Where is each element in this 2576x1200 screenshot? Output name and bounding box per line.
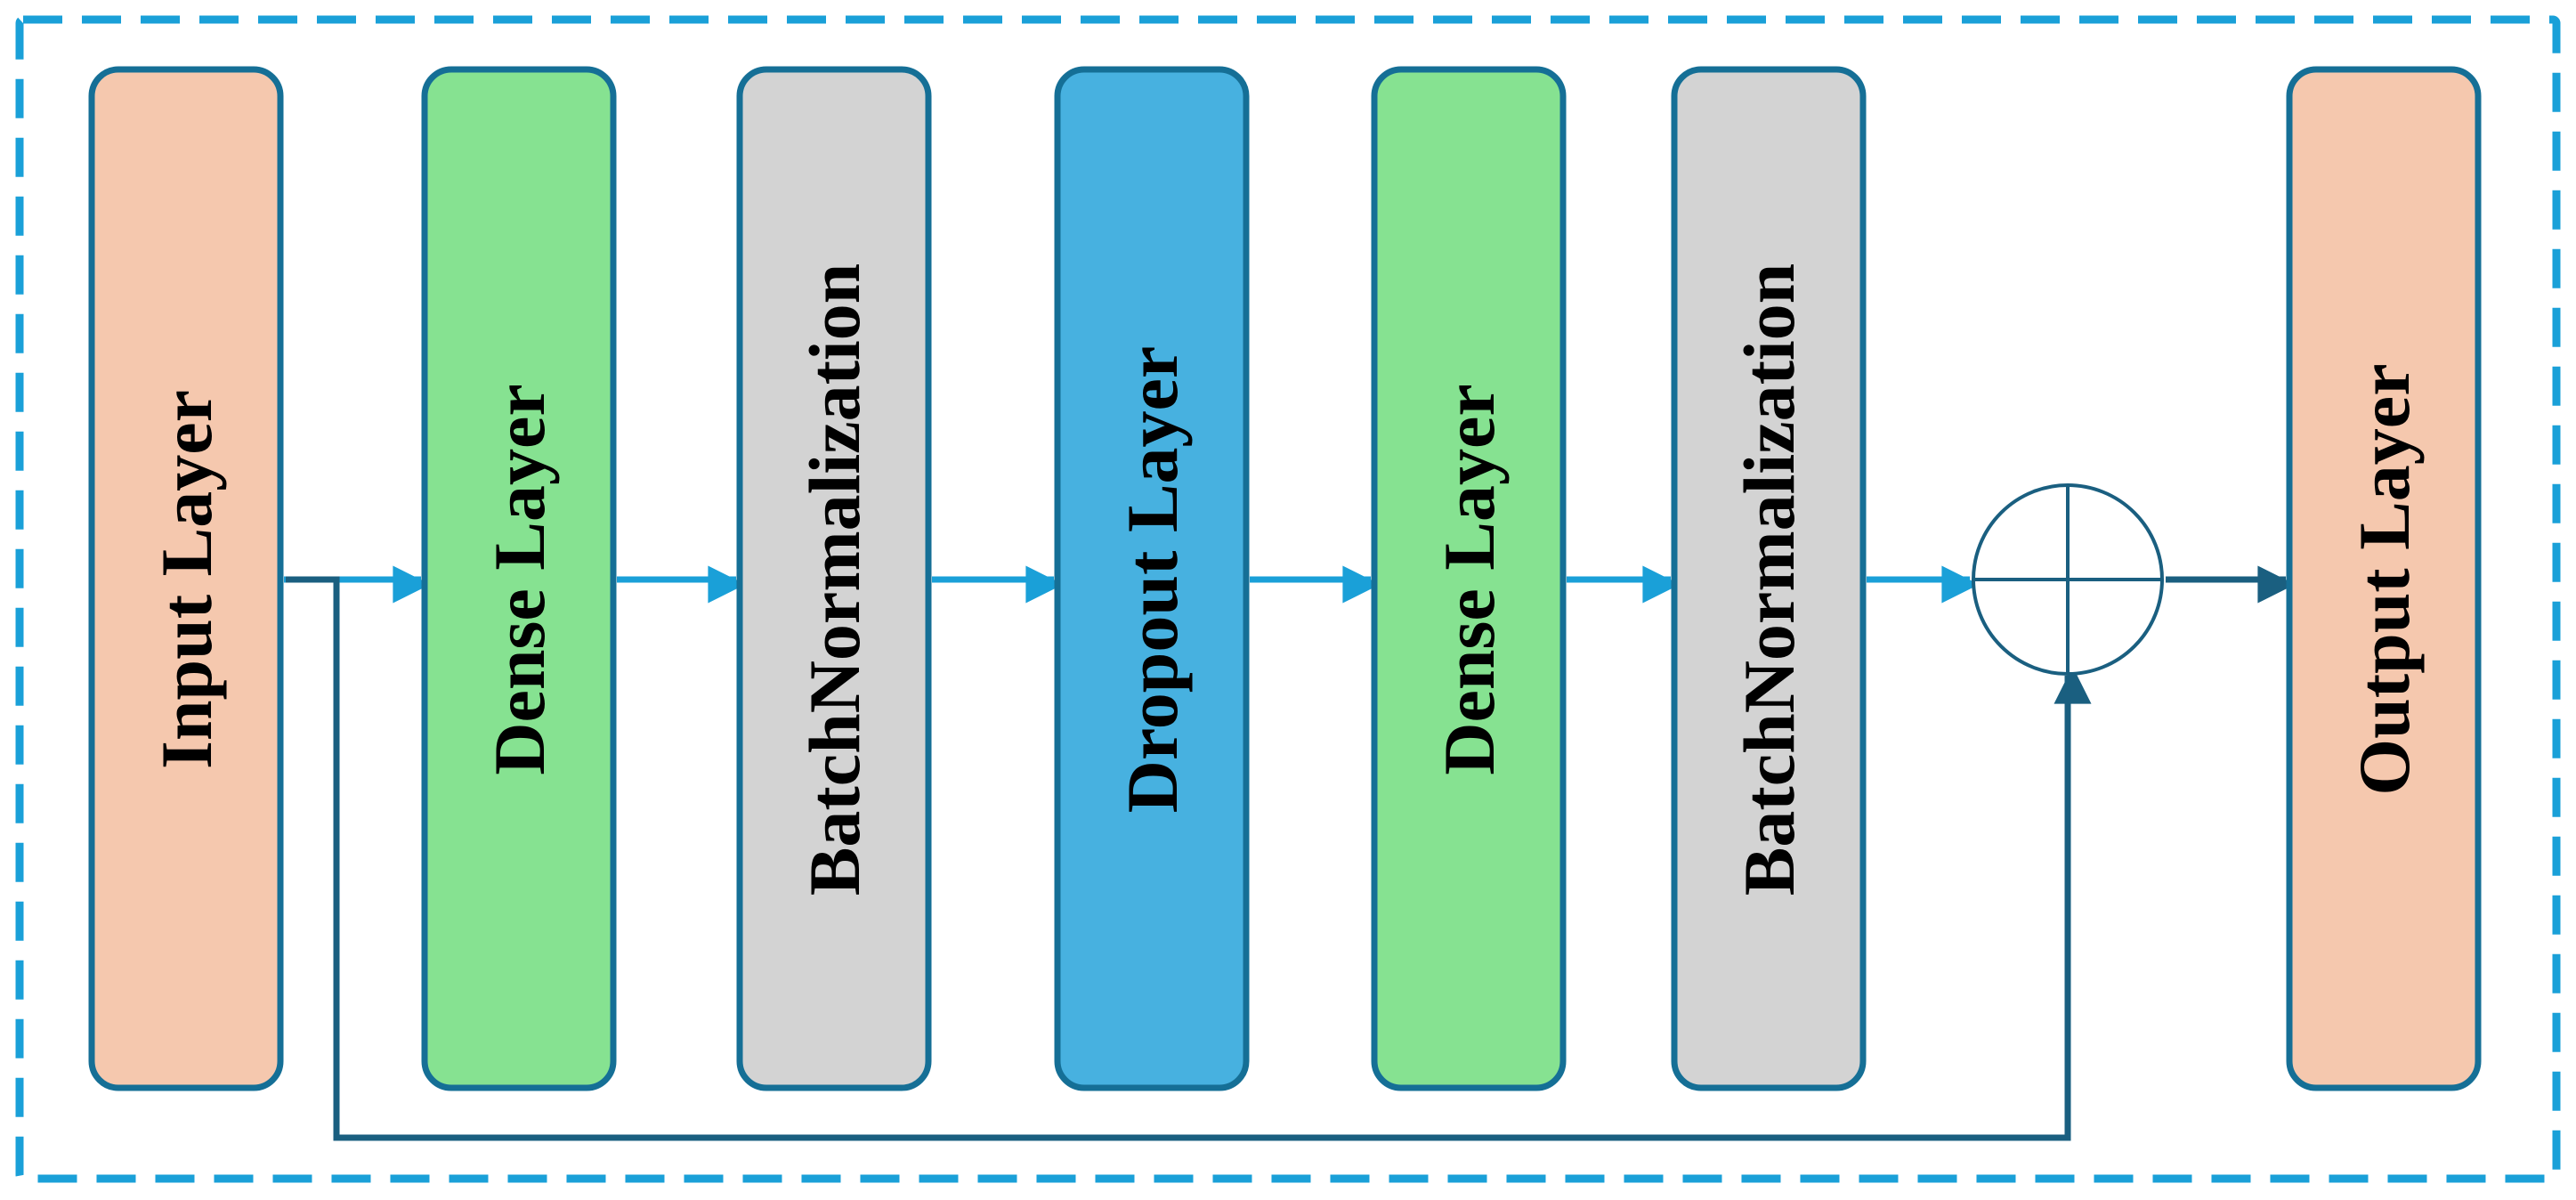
layer-box-dropout: Dropout Layer <box>1054 66 1250 1091</box>
layer-box-output: Output Layer <box>2286 66 2482 1091</box>
layer-box-shape <box>736 66 932 1091</box>
layer-box-dense-2: Dense Layer <box>1371 66 1567 1091</box>
layer-box-shape <box>2286 66 2482 1091</box>
layer-label: BatchNormalization <box>794 264 875 896</box>
add-node <box>1972 483 2164 676</box>
layer-label: Dense Layer <box>479 384 560 775</box>
layer-label: Dense Layer <box>1429 384 1510 775</box>
dashed-frame <box>15 15 2561 1183</box>
layer-box-shape <box>1054 66 1250 1091</box>
layer-box-shape <box>1371 66 1567 1091</box>
layer-label: BatchNormalization <box>1729 264 1810 896</box>
layer-stack: Input Layer Dense Layer BatchNormalization… <box>88 66 2482 1091</box>
layer-label: Output Layer <box>2344 363 2425 795</box>
layer-box-shape <box>88 66 284 1091</box>
layer-box-input: Input Layer <box>88 66 284 1091</box>
layer-box-dense-1: Dense Layer <box>421 66 617 1091</box>
layer-box-shape <box>1671 66 1867 1091</box>
connections <box>284 565 2296 1141</box>
skip-connection-arrow <box>286 576 2092 1141</box>
layer-label: Dropout Layer <box>1112 346 1193 814</box>
layer-box-batchnorm-2: BatchNormalization <box>1671 66 1867 1091</box>
layer-box-shape <box>421 66 617 1091</box>
layer-label: Input Layer <box>146 390 227 769</box>
layer-box-batchnorm-1: BatchNormalization <box>736 66 932 1091</box>
